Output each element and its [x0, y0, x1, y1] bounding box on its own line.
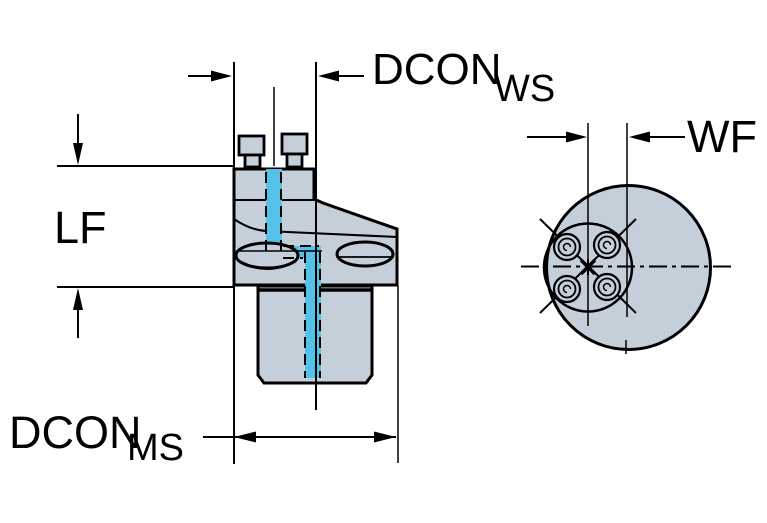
- coupling-screw: [592, 272, 622, 302]
- dimension-dcon-ms: DCON MS: [9, 407, 396, 469]
- dimension-wf: WF: [527, 111, 757, 162]
- screw-head: [237, 134, 266, 157]
- label-wf: WF: [687, 111, 757, 162]
- arrowhead-left-icon: [234, 431, 256, 443]
- side-view: DCON WS LF DCON MS: [9, 45, 555, 469]
- screw-stem: [285, 152, 304, 169]
- clamp-slot-right: [335, 240, 395, 268]
- screw-inner: [557, 237, 577, 257]
- screw-inner: [557, 279, 577, 299]
- label-dcon-ws-subscript: WS: [494, 68, 555, 110]
- arrowhead-left-icon: [629, 131, 650, 143]
- arrowhead-right-icon: [566, 131, 587, 143]
- dimension-dcon-ws: DCON WS: [188, 45, 555, 110]
- clamp-screw-left: [237, 134, 266, 169]
- coolant-channel-vertical-lower: [305, 250, 321, 378]
- arrowhead-left-icon: [318, 70, 339, 82]
- screw-socket: [602, 282, 612, 292]
- coupling-screws: [552, 230, 622, 304]
- coolant-channel-vertical-upper: [266, 169, 282, 252]
- arrowhead-right-icon: [374, 431, 396, 443]
- screw-inner: [597, 235, 617, 255]
- screw-socket: [562, 242, 572, 252]
- coupling-screw: [552, 274, 582, 304]
- screw-head: [280, 132, 309, 156]
- arrowhead-up-icon: [73, 288, 83, 310]
- arrowhead-right-icon: [211, 70, 232, 82]
- hidden-hole-edges: [265, 172, 321, 378]
- screw-inner: [597, 277, 617, 297]
- front-view: WF: [521, 111, 757, 354]
- screw-stem: [243, 153, 262, 169]
- label-dcon-ws: DCON: [372, 45, 502, 94]
- dimension-lf: LF: [54, 114, 233, 338]
- screw-socket: [602, 240, 612, 250]
- clamp-screw-right: [280, 132, 309, 169]
- clamp-slot-left-lower-arc: [240, 259, 297, 270]
- label-lf: LF: [54, 202, 107, 253]
- coupling-screw: [552, 232, 582, 262]
- coupling-screw: [592, 230, 622, 260]
- screw-socket: [562, 284, 572, 294]
- label-dcon-ms-subscript: MS: [127, 427, 184, 469]
- arrowhead-down-icon: [73, 143, 83, 165]
- label-dcon-ms: DCON: [9, 407, 142, 458]
